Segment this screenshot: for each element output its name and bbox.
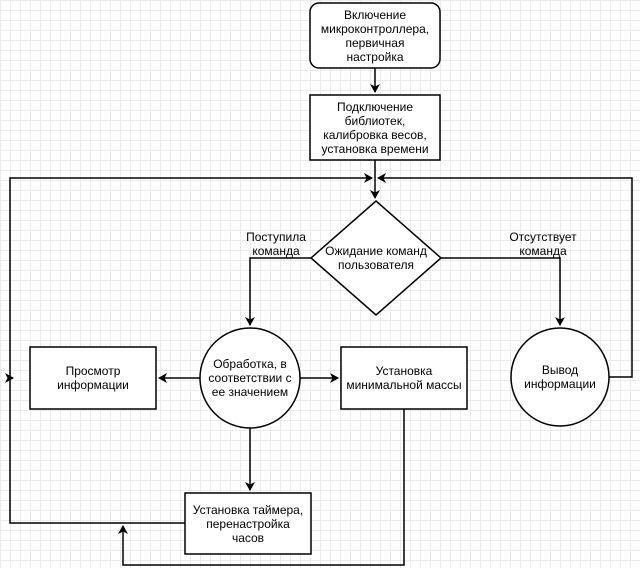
- init-node-shape[interactable]: [309, 94, 441, 161]
- timer-node-label: Установка таймера, перенастройка часов: [192, 502, 304, 545]
- edge-label-absent: Отсутствует команда: [509, 230, 577, 258]
- edge-left-loop-back: [9, 173, 373, 524]
- start-node-label: Включение микроконтроллера, первичная на…: [320, 7, 430, 64]
- min-mass-node-label: Установка минимальной массы: [346, 364, 462, 392]
- init-node-label: Подключение библиотек, калибровка весов,…: [321, 99, 429, 156]
- process-node-label: Обработка, в соответствии с ее значением: [208, 357, 292, 399]
- wait-decision-shape[interactable]: [309, 200, 443, 316]
- wait-decision-label: Ожидание команд пользователя: [325, 244, 427, 272]
- view-node-shape[interactable]: [29, 346, 157, 410]
- edge-min-mass-to-timer: [118, 409, 405, 566]
- view-node-label: Просмотр информации: [57, 364, 129, 392]
- output-node-label: Вывод информации: [524, 363, 596, 391]
- edge-wait-to-output: [441, 257, 565, 326]
- edge-label-received: Поступила команда: [246, 230, 306, 258]
- edge-wait-to-process: [245, 257, 311, 326]
- edge-output-loop-back: [377, 173, 633, 378]
